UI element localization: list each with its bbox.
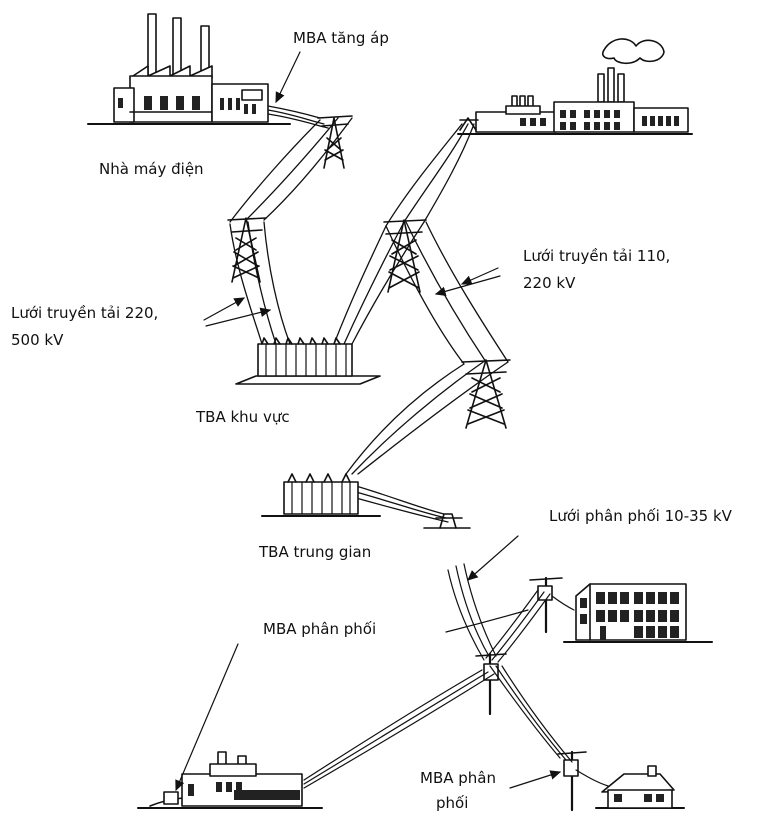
transmission-lines: [229, 105, 509, 523]
label-transmission-right: Lưới truyền tải 110, 220 kV: [523, 243, 670, 297]
house-icon: [595, 765, 685, 809]
factory-icon: [457, 38, 693, 135]
regional-substation-icon: [235, 337, 381, 385]
transmission-tower-2: [227, 217, 267, 283]
label-distribution-network: Lưới phân phối 10-35 kV: [549, 507, 732, 525]
power-plant-icon: [87, 13, 291, 125]
label-step-up-transformer: MBA tăng áp: [293, 29, 389, 47]
label-transmission-left: Lưới truyền tải 220, 500 kV: [11, 300, 158, 354]
label-distribution-transformer-bottom-line2: phối: [436, 794, 469, 812]
label-transmission-right-line2: 220 kV: [523, 274, 576, 292]
transmission-tower-1: [317, 115, 353, 169]
intermediate-substation-icon: [261, 473, 471, 529]
label-regional-substation: TBA khu vực: [196, 408, 290, 426]
distribution-lines: [303, 563, 609, 789]
bottom-factory-icon: [137, 751, 323, 809]
label-distribution-transformer-left: MBA phân phối: [263, 620, 377, 638]
label-transmission-left-line1: Lưới truyền tải 220,: [11, 304, 159, 322]
label-distribution-transformer-bottom-line1: MBA phân: [420, 769, 496, 787]
label-distribution-transformer-bottom: MBA phân phối: [420, 766, 496, 816]
label-power-plant: Nhà máy điện: [99, 160, 204, 178]
annotation-arrows: [175, 51, 562, 792]
transmission-tower-4: [461, 359, 511, 429]
label-intermediate-substation: TBA trung gian: [259, 543, 372, 561]
label-transmission-left-line2: 500 kV: [11, 331, 64, 349]
distribution-pole-top: [529, 576, 563, 634]
label-transmission-right-line1: Lưới truyền tải 110,: [523, 247, 671, 265]
transmission-tower-3: [383, 219, 427, 293]
distribution-pole-bottom: [557, 750, 587, 812]
office-building-icon: [563, 583, 713, 643]
distribution-pole-middle: [475, 652, 507, 716]
